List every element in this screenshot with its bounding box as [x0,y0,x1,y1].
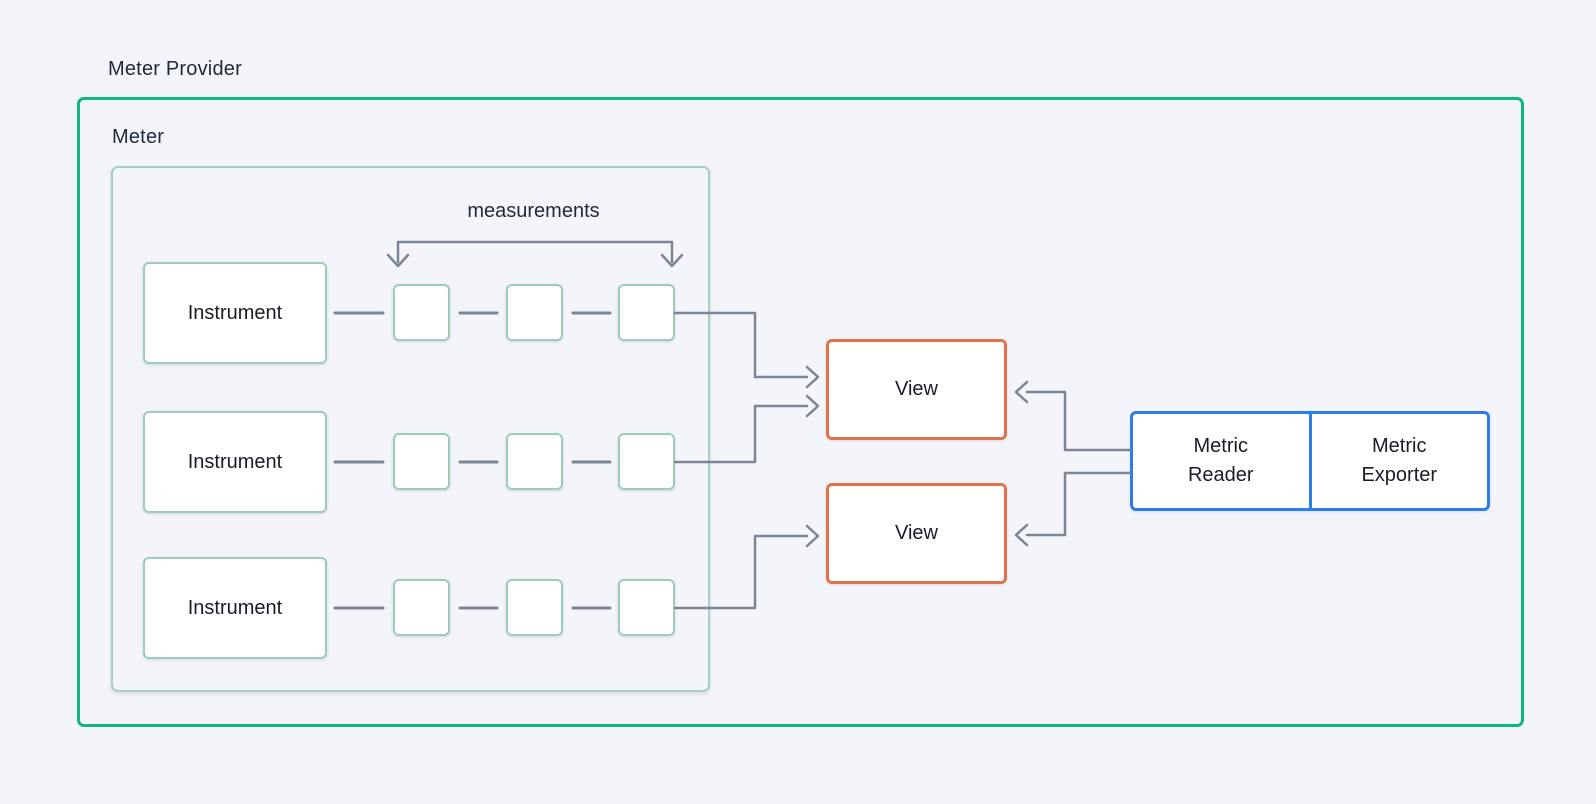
measurement-cell [506,433,563,490]
metric-exporter-label: Metric Exporter [1361,435,1438,486]
meter-label: Meter [112,126,165,148]
measurements-label: measurements [467,200,600,222]
measurement-cell [618,284,675,341]
measurement-cell [393,579,450,636]
meter-provider-container: Meter measurements Instrument Instrument… [77,97,1524,727]
meter-container: measurements Instrument Instrument Instr… [111,166,710,692]
meter-provider-label: Meter Provider [108,58,242,80]
view-box: View [826,339,1007,440]
measurement-cell [506,579,563,636]
metric-pipeline-box: Metric Reader Metric Exporter [1130,411,1490,511]
instrument-box: Instrument [143,262,327,364]
metric-exporter-box: Metric Exporter [1312,414,1488,508]
measurement-cell [618,433,675,490]
view-box: View [826,483,1007,584]
measurement-cell [618,579,675,636]
instrument-box: Instrument [143,411,327,513]
instrument-box: Instrument [143,557,327,659]
measurement-cell [393,284,450,341]
metric-reader-label: Metric Reader [1187,435,1254,486]
measurement-cell [393,433,450,490]
metric-reader-box: Metric Reader [1133,414,1312,508]
measurement-cell [506,284,563,341]
